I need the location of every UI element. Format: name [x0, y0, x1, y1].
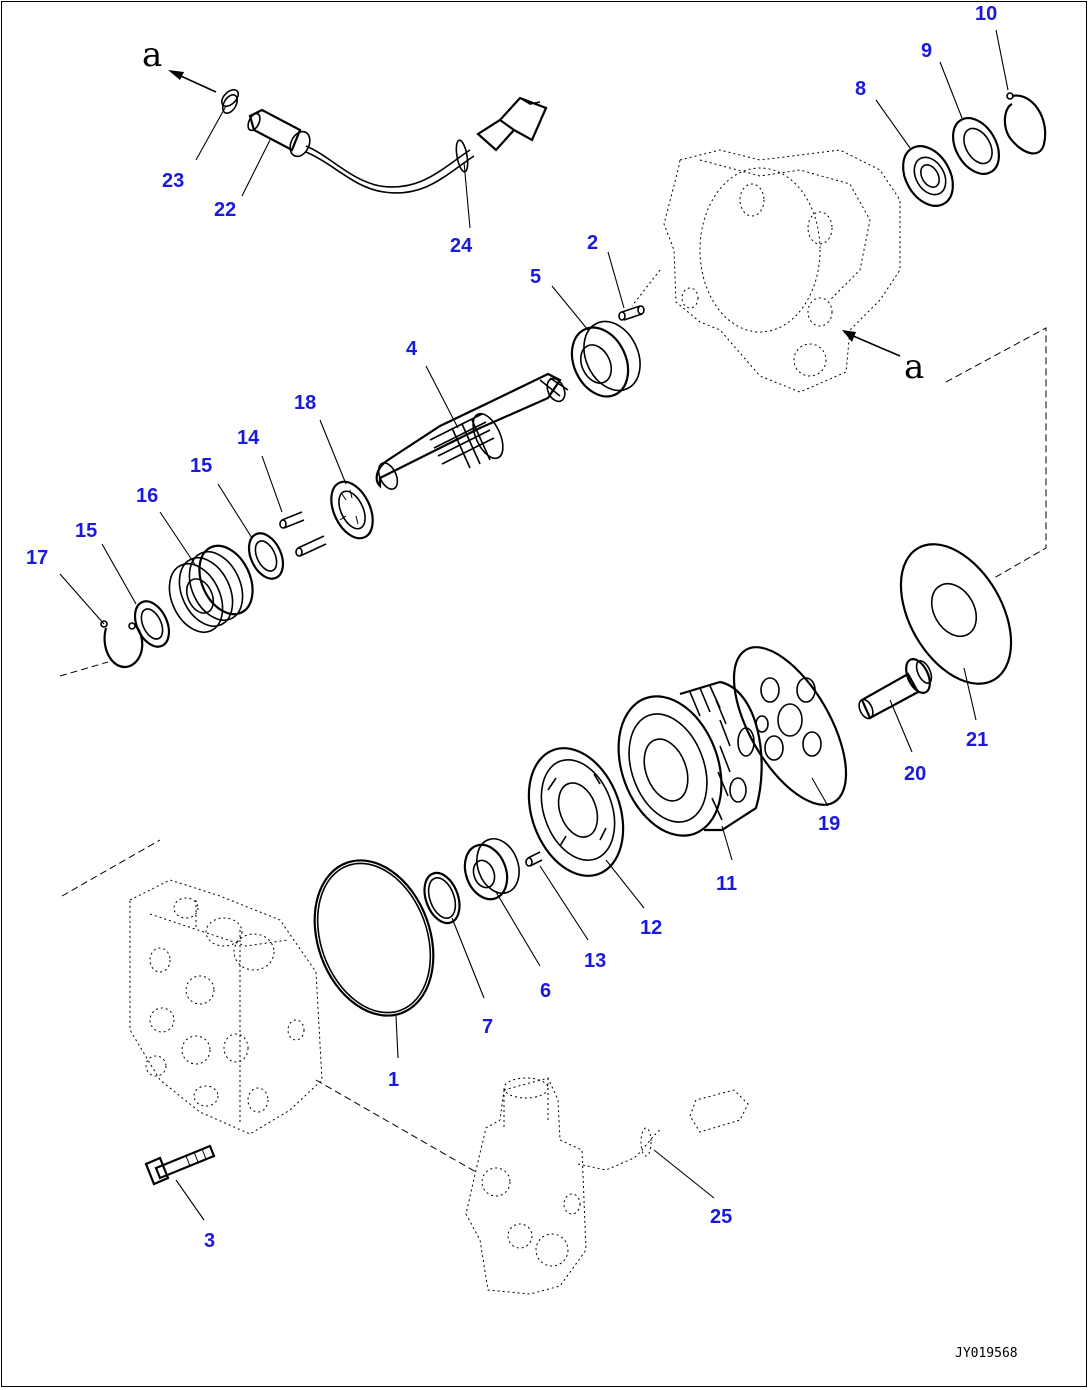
snap-ring-part-17 [100, 620, 144, 669]
spring-part-16 [168, 544, 254, 633]
ring-part-15-outer [133, 600, 171, 648]
callout-15-upper: 15 [190, 455, 212, 477]
callout-2: 2 [587, 232, 598, 254]
retainer-plate-part-19 [732, 646, 848, 806]
speed-sensor-part-22 [221, 94, 548, 194]
ring-part-15-inner [247, 532, 285, 580]
pin-part-2 [618, 305, 645, 321]
solenoid-valve [465, 1077, 749, 1295]
callout-24: 24 [450, 235, 473, 257]
callout-23: 23 [162, 170, 184, 192]
pin-part-14 [279, 511, 327, 557]
callout-1: 1 [388, 1069, 399, 1091]
callout-20: 20 [904, 763, 926, 785]
valve-body [129, 879, 323, 1135]
assembly-axis-lines [59, 327, 1047, 1173]
callout-19: 19 [818, 813, 840, 835]
view-arrow-top: a [142, 35, 217, 93]
shaft-part-4 [375, 372, 569, 490]
callout-3: 3 [204, 1230, 215, 1252]
callout-12: 12 [640, 917, 662, 939]
callout-9: 9 [921, 40, 932, 62]
bearing-part-6 [463, 838, 520, 901]
view-ref-housing: a [904, 347, 924, 387]
callout-7: 7 [482, 1016, 493, 1038]
bearing-part-18 [330, 480, 374, 540]
callout-8: 8 [855, 78, 866, 100]
callout-25: 25 [710, 1206, 732, 1228]
center-shaft-part-20 [858, 658, 933, 720]
valve-plate-part-12 [527, 747, 625, 877]
leader-lines [59, 29, 1009, 1221]
bearing-part-5 [570, 320, 641, 398]
snap-ring-part-10 [1003, 92, 1047, 155]
view-ref-top: a [142, 35, 162, 75]
callout-18: 18 [294, 392, 316, 414]
callout-16: 16 [136, 485, 158, 507]
callout-6: 6 [540, 980, 551, 1002]
motor-housing: a [631, 149, 924, 393]
callout-21: 21 [966, 729, 988, 751]
o-ring-part-1 [313, 859, 435, 1017]
callout-17: 17 [26, 547, 48, 569]
ring-part-7 [423, 871, 461, 925]
pin-part-13 [525, 851, 543, 867]
callout-11: 11 [716, 873, 737, 895]
swash-plate-part-21 [899, 543, 1013, 685]
bolt-part-3 [144, 1144, 216, 1186]
callout-14: 14 [237, 427, 260, 449]
o-ring-part-23 [220, 88, 240, 108]
ring-part-9 [951, 117, 1001, 175]
callout-13: 13 [584, 950, 606, 972]
callout-22: 22 [214, 199, 236, 221]
callout-15-lower: 15 [75, 520, 97, 542]
cylinder-block-part-11 [617, 680, 763, 837]
bearing-part-8 [902, 145, 954, 207]
callout-4: 4 [406, 338, 418, 360]
callout-5: 5 [530, 266, 541, 288]
callout-10: 10 [975, 3, 997, 25]
drawing-id: JY019568 [955, 1346, 1018, 1361]
callout-numbers: 1 2 3 4 5 6 7 8 9 10 11 12 13 14 15 15 1… [26, 3, 997, 1252]
